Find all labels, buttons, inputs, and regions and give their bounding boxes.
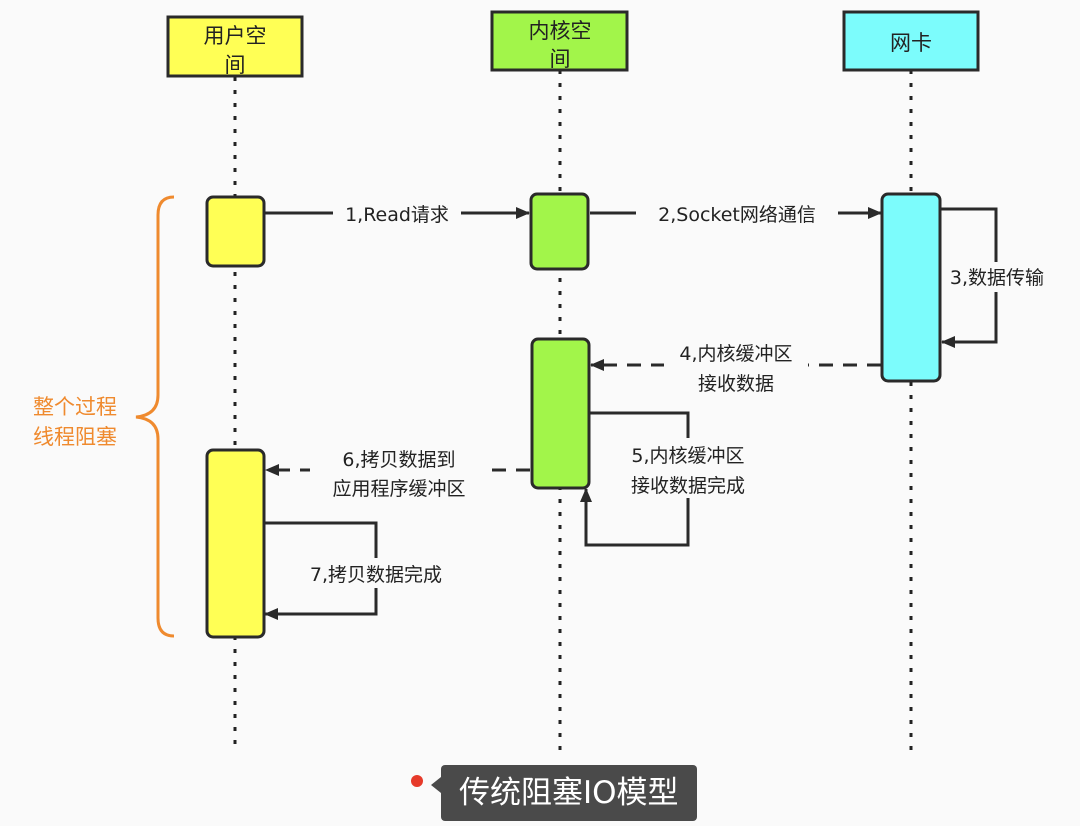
activation-user-2 [205,448,266,639]
message-1-label: 1,Read请求 [345,204,449,226]
participant-kernel: 内核空 间 [490,10,629,72]
activation-kernel-1 [529,192,590,271]
annotation-line-1: 整个过程 [33,395,117,419]
activation-nic [880,192,942,383]
message-6-label-1: 6,拷贝数据到 [342,449,455,471]
participant-user: 用户空 间 [166,15,304,78]
activation-user-1 [205,195,266,268]
caption-marker-dot [411,775,423,787]
participant-kernel-label-1: 内核空 [529,19,592,43]
message-5-arrow [580,411,690,547]
participant-nic: 网卡 [842,10,980,72]
activation-kernel-2 [530,337,591,490]
blocking-bracket [135,195,175,638]
participant-user-label-1: 用户空 [204,24,267,48]
caption-label: 传统阻塞IO模型 [431,765,697,821]
message-4-label-2: 接收数据 [698,373,774,395]
participant-user-label-2: 间 [225,53,246,77]
participant-kernel-label-2: 间 [550,47,571,71]
message-2-label: 2,Socket网络通信 [658,204,816,226]
message-5-label-1: 5,内核缓冲区 [631,445,744,467]
participant-nic-label: 网卡 [890,31,932,55]
message-3-label: 3,数据传输 [950,267,1044,289]
message-5-label-2: 接收数据完成 [631,475,745,497]
annotation-line-2: 线程阻塞 [33,425,117,449]
message-6-label-2: 应用程序缓冲区 [332,478,465,500]
message-4-label-1: 4,内核缓冲区 [679,343,792,365]
message-7-label: 7,拷贝数据完成 [310,564,442,586]
